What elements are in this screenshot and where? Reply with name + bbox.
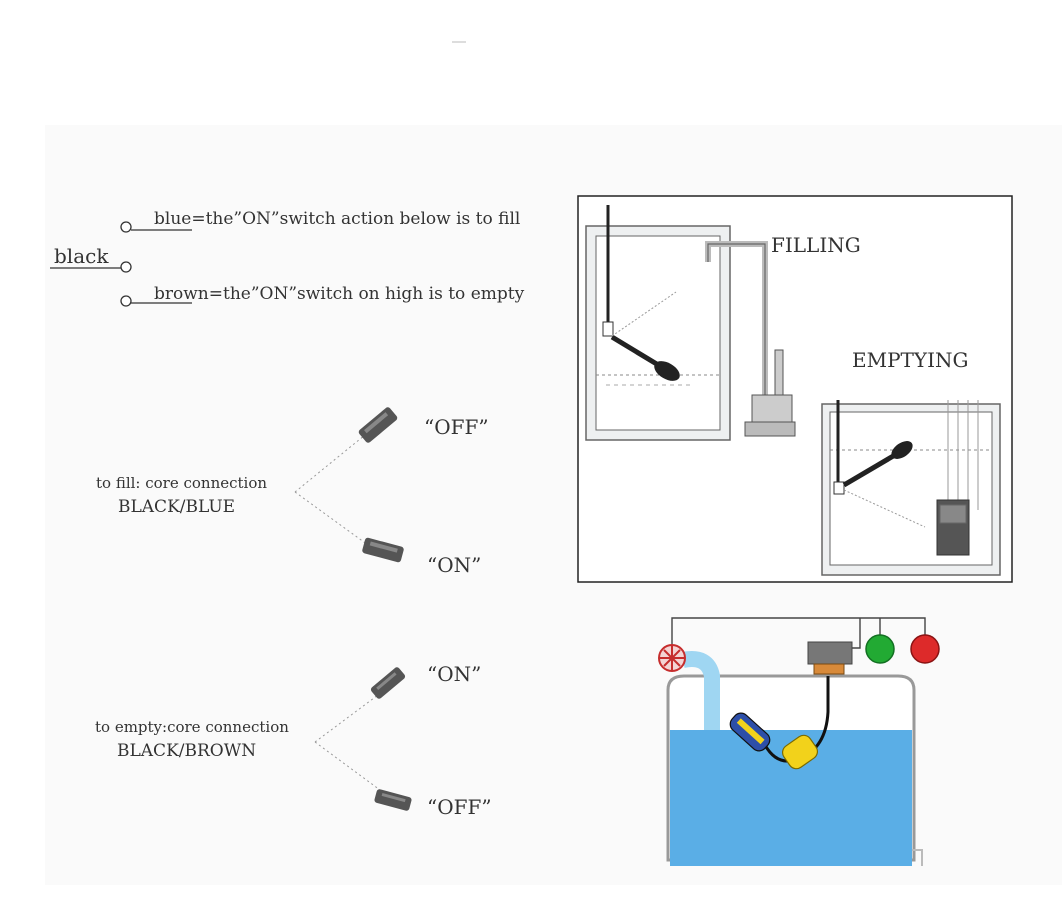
inlet-pipe bbox=[681, 651, 720, 730]
fill-lower-cable bbox=[294, 491, 369, 546]
empty-switch-diagram bbox=[314, 667, 412, 811]
empty-on-label: “ON” bbox=[427, 662, 482, 686]
filling-float-arm bbox=[610, 334, 662, 369]
brown-description: =the”ON”switch on high is to empty bbox=[208, 284, 525, 304]
black-terminal-icon bbox=[120, 261, 132, 273]
brown-terminal-icon bbox=[120, 295, 132, 307]
wire-legend-blue: blue=the”ON”switch action below is to fi… bbox=[154, 209, 520, 229]
fill-off-label: “OFF” bbox=[424, 415, 489, 439]
controller-box bbox=[807, 641, 853, 665]
filling-float-ghost bbox=[611, 291, 677, 337]
fill-switch-diagram bbox=[294, 407, 404, 563]
blue-word: blue bbox=[154, 209, 192, 229]
empty-connection-label: to empty:core connection bbox=[95, 718, 289, 736]
empty-off-float-icon bbox=[374, 789, 412, 811]
tank-sketch-frame bbox=[577, 195, 1013, 583]
fill-connection-label: to fill: core connection bbox=[96, 474, 268, 492]
outlet-stub bbox=[912, 849, 923, 866]
empty-connection-colors: BLACK/BROWN bbox=[117, 741, 257, 761]
empty-on-float-icon bbox=[370, 667, 406, 699]
emptying-float-icon bbox=[891, 441, 913, 459]
brown-word: brown bbox=[154, 284, 209, 304]
filling-float-icon bbox=[654, 361, 680, 381]
empty-lower-cable bbox=[314, 741, 381, 791]
fill-connection-colors: BLACK/BLUE bbox=[118, 497, 236, 517]
emptying-title: EMPTYING bbox=[852, 348, 969, 372]
emptying-float-ghost bbox=[843, 489, 926, 528]
filling-title: FILLING bbox=[771, 233, 861, 257]
blue-terminal-icon bbox=[120, 221, 132, 233]
yellow-float-icon bbox=[781, 734, 819, 770]
blue-description: =the”ON”switch action below is to fill bbox=[191, 209, 521, 229]
control-wire bbox=[852, 618, 861, 649]
empty-upper-cable bbox=[314, 694, 379, 743]
filling-tank bbox=[585, 225, 796, 441]
wire-legend-brown: brown=the”ON”switch on high is to empty bbox=[154, 284, 524, 304]
green-lamp-icon bbox=[865, 634, 895, 664]
wire-legend-black: black bbox=[54, 244, 109, 268]
wire-legend bbox=[50, 221, 192, 307]
emptying-float-arm bbox=[842, 452, 897, 488]
emptying-clamp bbox=[833, 481, 845, 495]
color-tank-illustration bbox=[658, 617, 940, 866]
top-wiring bbox=[671, 617, 926, 652]
tank-water bbox=[670, 730, 912, 866]
blue-float-icon bbox=[729, 712, 771, 752]
empty-off-label: “OFF” bbox=[427, 795, 492, 819]
fill-on-label: “ON” bbox=[427, 553, 482, 577]
controller-nut bbox=[813, 663, 845, 675]
red-lamp-icon bbox=[910, 634, 940, 664]
fill-upper-cable bbox=[294, 434, 366, 493]
fill-on-float-icon bbox=[362, 537, 404, 563]
fill-off-float-icon bbox=[358, 407, 398, 443]
filling-clamp bbox=[602, 321, 614, 337]
emptying-tank bbox=[821, 400, 1001, 576]
